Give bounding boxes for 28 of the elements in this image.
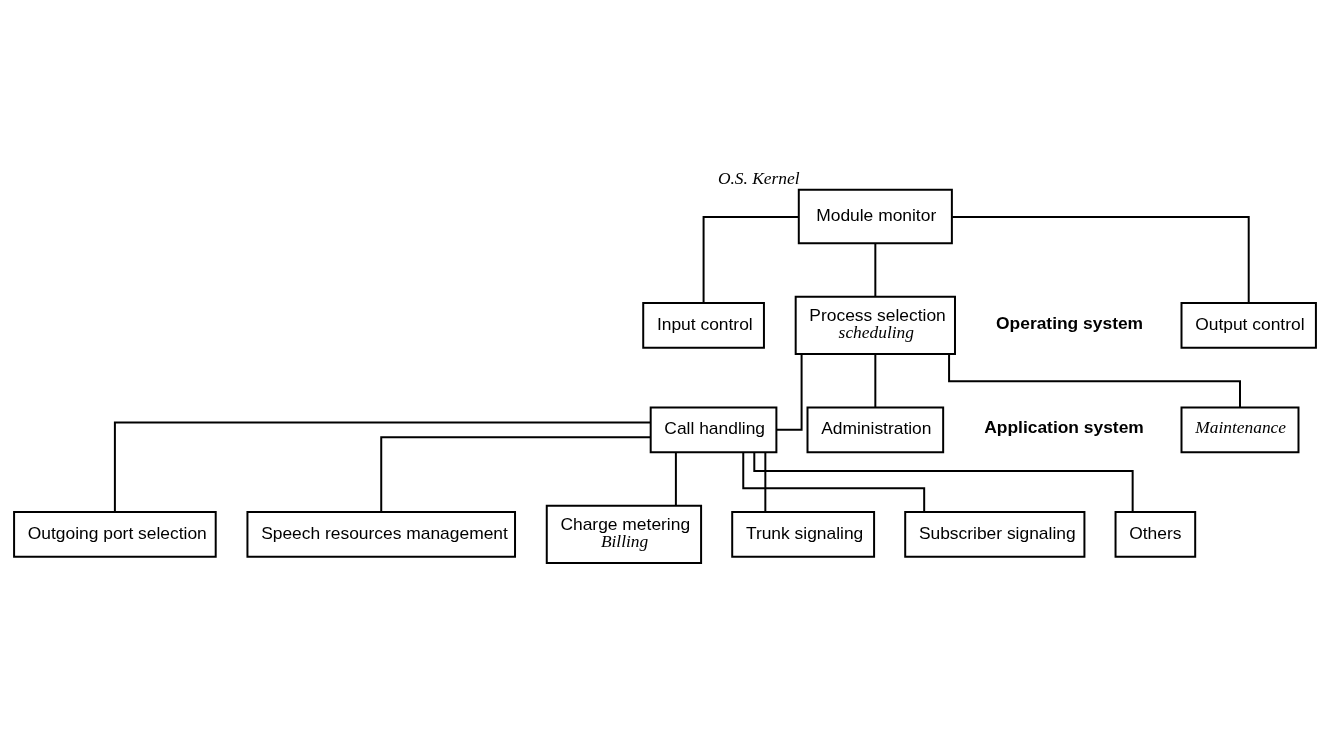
connector (742, 450, 926, 513)
connector (753, 450, 1134, 513)
node-box: Process selection scheduling (794, 295, 956, 355)
label: Operating system (996, 312, 1144, 333)
connector (702, 215, 800, 304)
connector (674, 451, 677, 506)
node-label: O.S. Kernel (717, 167, 800, 188)
connector (764, 451, 767, 513)
connector (948, 352, 1241, 408)
node-box: Call handling (649, 405, 778, 453)
connector (874, 352, 877, 408)
node-box: Outgoing port selection (13, 510, 217, 558)
node-box: Module monitor (797, 188, 953, 244)
node-box: Administration (806, 405, 945, 453)
label: Application system (984, 416, 1144, 437)
node-box: Charge metering Billing (545, 504, 703, 564)
connector (775, 352, 803, 431)
connector (951, 215, 1250, 304)
node-box: Input control (642, 301, 765, 349)
connector (874, 241, 877, 297)
connector (113, 420, 652, 513)
node-box: Output control (1180, 301, 1317, 349)
node-box: Speech resources management (246, 510, 517, 558)
node-box: Trunk signaling (731, 510, 876, 558)
connector (380, 435, 652, 513)
node-box: Others (1114, 510, 1197, 558)
node-box: Maintenance (1180, 405, 1300, 453)
node-box: Subscriber signaling (904, 510, 1086, 558)
